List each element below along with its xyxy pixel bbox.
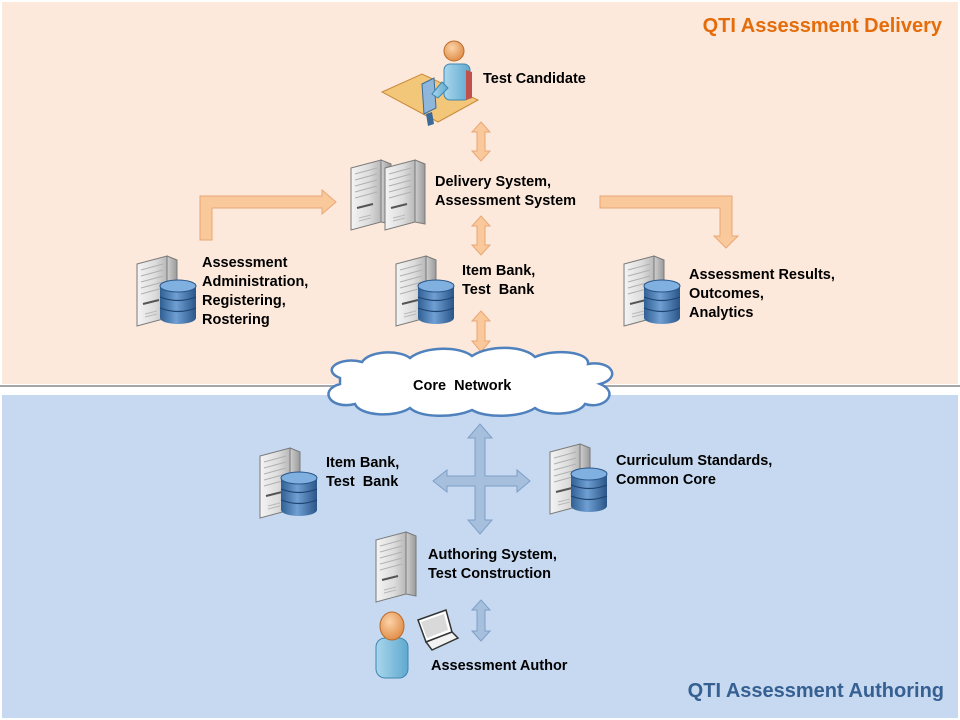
database-server-icon-admin: [136, 255, 197, 327]
administration-label: Assessment Administration, Registering, …: [202, 255, 309, 328]
item-bank-authoring-label: Item Bank, Test Bank: [326, 455, 400, 490]
arrow-admin-to-delivery: [199, 188, 337, 241]
results-label: Assessment Results, Outcomes, Analytics: [689, 267, 835, 321]
arrow-author-authoring: [470, 599, 492, 642]
assessment-author-label: Assessment Author: [431, 658, 568, 674]
database-server-icon-itembank-authoring: [259, 447, 318, 519]
server-icon-authoring: [375, 531, 417, 603]
authoring-system-label: Authoring System, Test Construction: [428, 547, 557, 582]
person-with-laptop-icon: [375, 609, 460, 679]
arrow-delivery-to-results: [599, 195, 740, 249]
test-candidate-label: Test Candidate: [483, 71, 586, 87]
database-server-icon-curriculum: [549, 443, 608, 515]
core-network-label: Core Network: [413, 378, 512, 394]
item-bank-delivery-label: Item Bank, Test Bank: [462, 263, 536, 298]
arrow-itembank-network: [470, 310, 492, 353]
database-server-icon-results: [623, 255, 681, 327]
curriculum-label: Curriculum Standards, Common Core: [616, 453, 773, 488]
delivery-system-label: Delivery System, Assessment System: [435, 174, 577, 209]
delivery-section-title: QTI Assessment Delivery: [702, 15, 942, 37]
database-server-icon-itembank-delivery: [395, 255, 455, 327]
arrow-delivery-itembank: [470, 215, 492, 256]
arrow-four-way: [432, 423, 531, 535]
arrow-candidate-delivery: [470, 121, 492, 162]
person-at-computer-icon: [380, 40, 480, 126]
server-pair-icon: [350, 159, 426, 231]
cloud-icon: [327, 346, 614, 418]
authoring-section-title: QTI Assessment Authoring: [687, 680, 944, 702]
